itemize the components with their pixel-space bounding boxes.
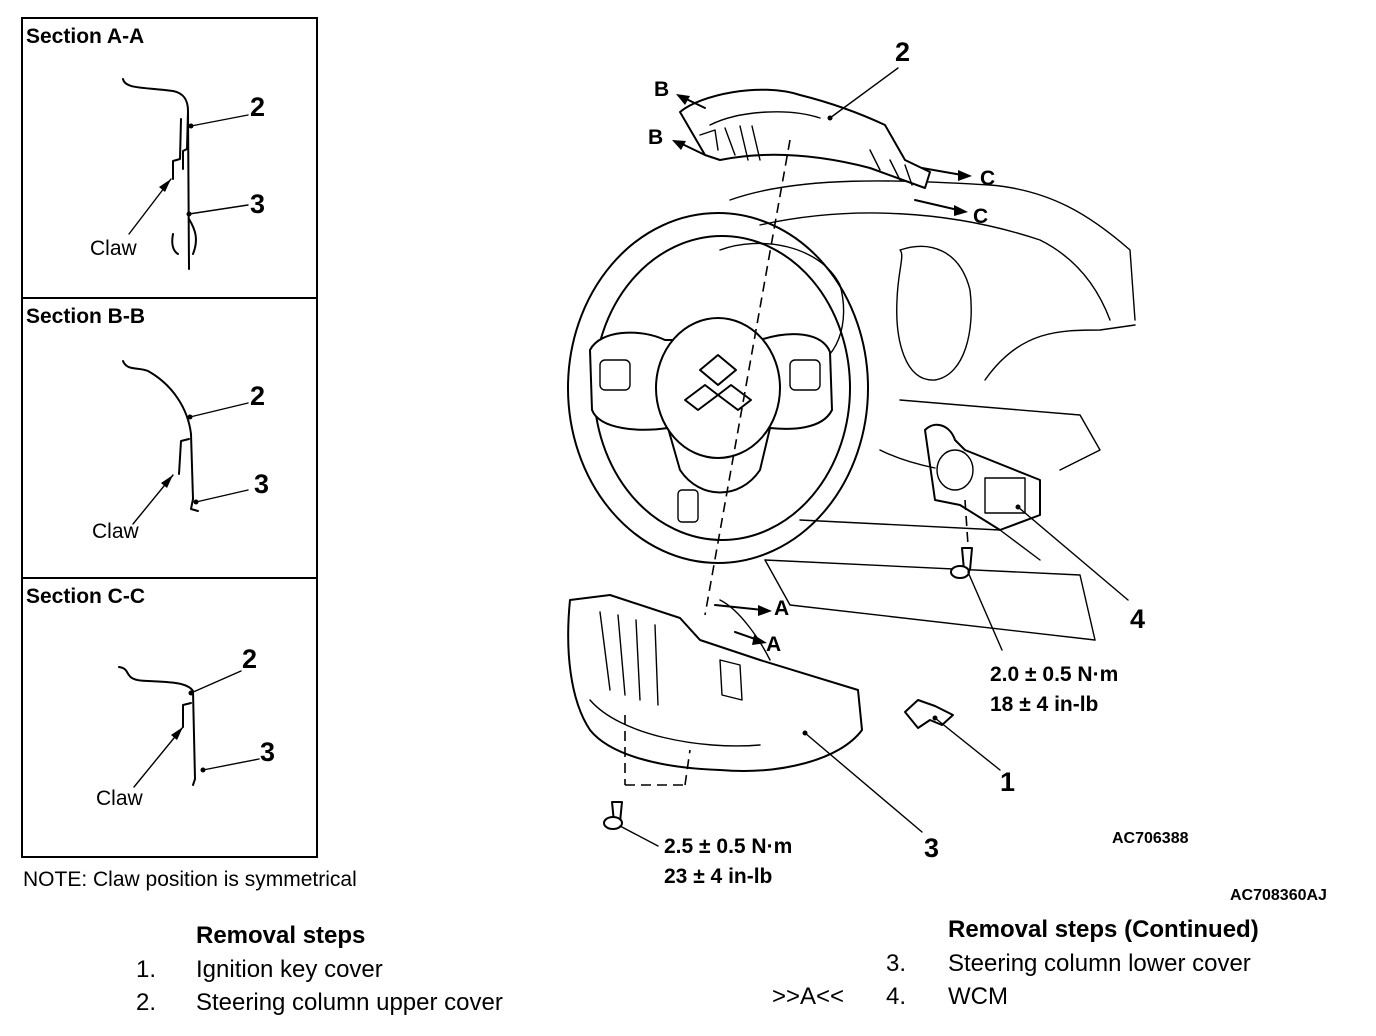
section-a-a-label-2: 2	[250, 92, 266, 122]
section-letter-a-top: A	[774, 597, 790, 620]
dashboard-outline	[719, 180, 1136, 661]
section-arrow-b	[672, 94, 706, 156]
projection-line-wcm	[964, 499, 969, 546]
removal-step-1-num: 1.	[136, 956, 157, 983]
removal-step-4-num: 4.	[886, 983, 907, 1010]
section-letter-c-top: C	[980, 167, 996, 190]
section-letter-b-top: B	[654, 78, 670, 101]
section-a-a-claw-label: Claw	[90, 237, 137, 260]
removal-step-2-label: Steering column upper cover	[196, 989, 503, 1016]
section-letter-a-bottom: A	[766, 633, 782, 656]
torque-lower: 2.5 ± 0.5 N·m 23 ± 4 in-lb	[664, 832, 792, 892]
section-b-b-label-3: 3	[254, 469, 270, 499]
removal-steps-heading: Removal steps	[196, 922, 366, 949]
callout-1: 1	[1000, 767, 1016, 797]
torque-lower-imperial: 23 ± 4 in-lb	[664, 865, 773, 888]
leader-4	[1017, 506, 1129, 601]
section-c-c-title: Section C-C	[26, 585, 146, 608]
section-arrow-c	[914, 167, 972, 216]
section-c-c-drawing	[118, 666, 260, 788]
section-a-a-panel: Section A-A 2 3 Claw	[21, 17, 318, 299]
section-b-b-label-2: 2	[250, 381, 266, 411]
torque-upper-imperial: 18 ± 4 in-lb	[990, 693, 1099, 716]
removal-steps-continued-heading: Removal steps (Continued)	[948, 916, 1259, 943]
section-a-a-drawing	[122, 78, 249, 270]
torque-lower-metric: 2.5 ± 0.5 N·m	[664, 835, 793, 858]
removal-step-3-label: Steering column lower cover	[948, 950, 1251, 977]
leader-1	[934, 717, 1001, 771]
callout-3: 3	[924, 833, 940, 863]
figure-code-inner: AC706388	[1112, 830, 1189, 847]
leader-2	[829, 67, 899, 119]
section-c-c-label-3: 3	[260, 737, 276, 767]
figure-code-outer: AC708360AJ	[1230, 887, 1327, 904]
section-c-c-claw-label: Claw	[96, 787, 143, 810]
section-b-b-title: Section B-B	[26, 305, 146, 328]
section-a-a-title: Section A-A	[26, 25, 145, 48]
lower-screw	[603, 801, 623, 830]
callout-4: 4	[1130, 604, 1146, 634]
upper-column-cover	[679, 88, 931, 189]
section-a-a-label-3: 3	[250, 189, 266, 219]
leader-3	[804, 732, 923, 833]
torque-upper: 2.0 ± 0.5 N·m 18 ± 4 in-lb	[990, 660, 1118, 720]
torque-upper-metric: 2.0 ± 0.5 N·m	[990, 663, 1119, 686]
projection-line-upper	[704, 139, 791, 616]
section-b-b-claw-label: Claw	[92, 520, 139, 543]
note-text: NOTE: Claw position is symmetrical	[23, 868, 357, 891]
removal-step-1-label: Ignition key cover	[196, 956, 383, 983]
section-arrow-a	[714, 604, 772, 645]
wcm-assembly	[879, 423, 1041, 531]
removal-step-3-num: 3.	[886, 950, 907, 977]
section-b-b-drawing	[122, 360, 249, 525]
upper-screw	[950, 547, 973, 579]
section-c-c-panel: Section C-C 2 3 Claw	[21, 577, 318, 858]
removal-step-2-num: 2.	[136, 989, 157, 1016]
section-letter-c-bottom: C	[973, 205, 989, 228]
section-letter-b-bottom: B	[648, 126, 664, 149]
removal-step-4-label: WCM	[948, 983, 1008, 1010]
callout-2: 2	[895, 37, 911, 67]
projection-line-lower-c	[684, 749, 691, 786]
steering-wheel	[567, 212, 869, 564]
leader-upper-torque	[967, 571, 1003, 651]
leader-lower-torque	[619, 825, 659, 847]
removal-step-4-marker: >>A<<	[772, 983, 845, 1010]
lower-column-cover	[567, 594, 863, 772]
ignition-key-cover	[904, 699, 954, 729]
section-c-c-label-2: 2	[242, 644, 258, 674]
